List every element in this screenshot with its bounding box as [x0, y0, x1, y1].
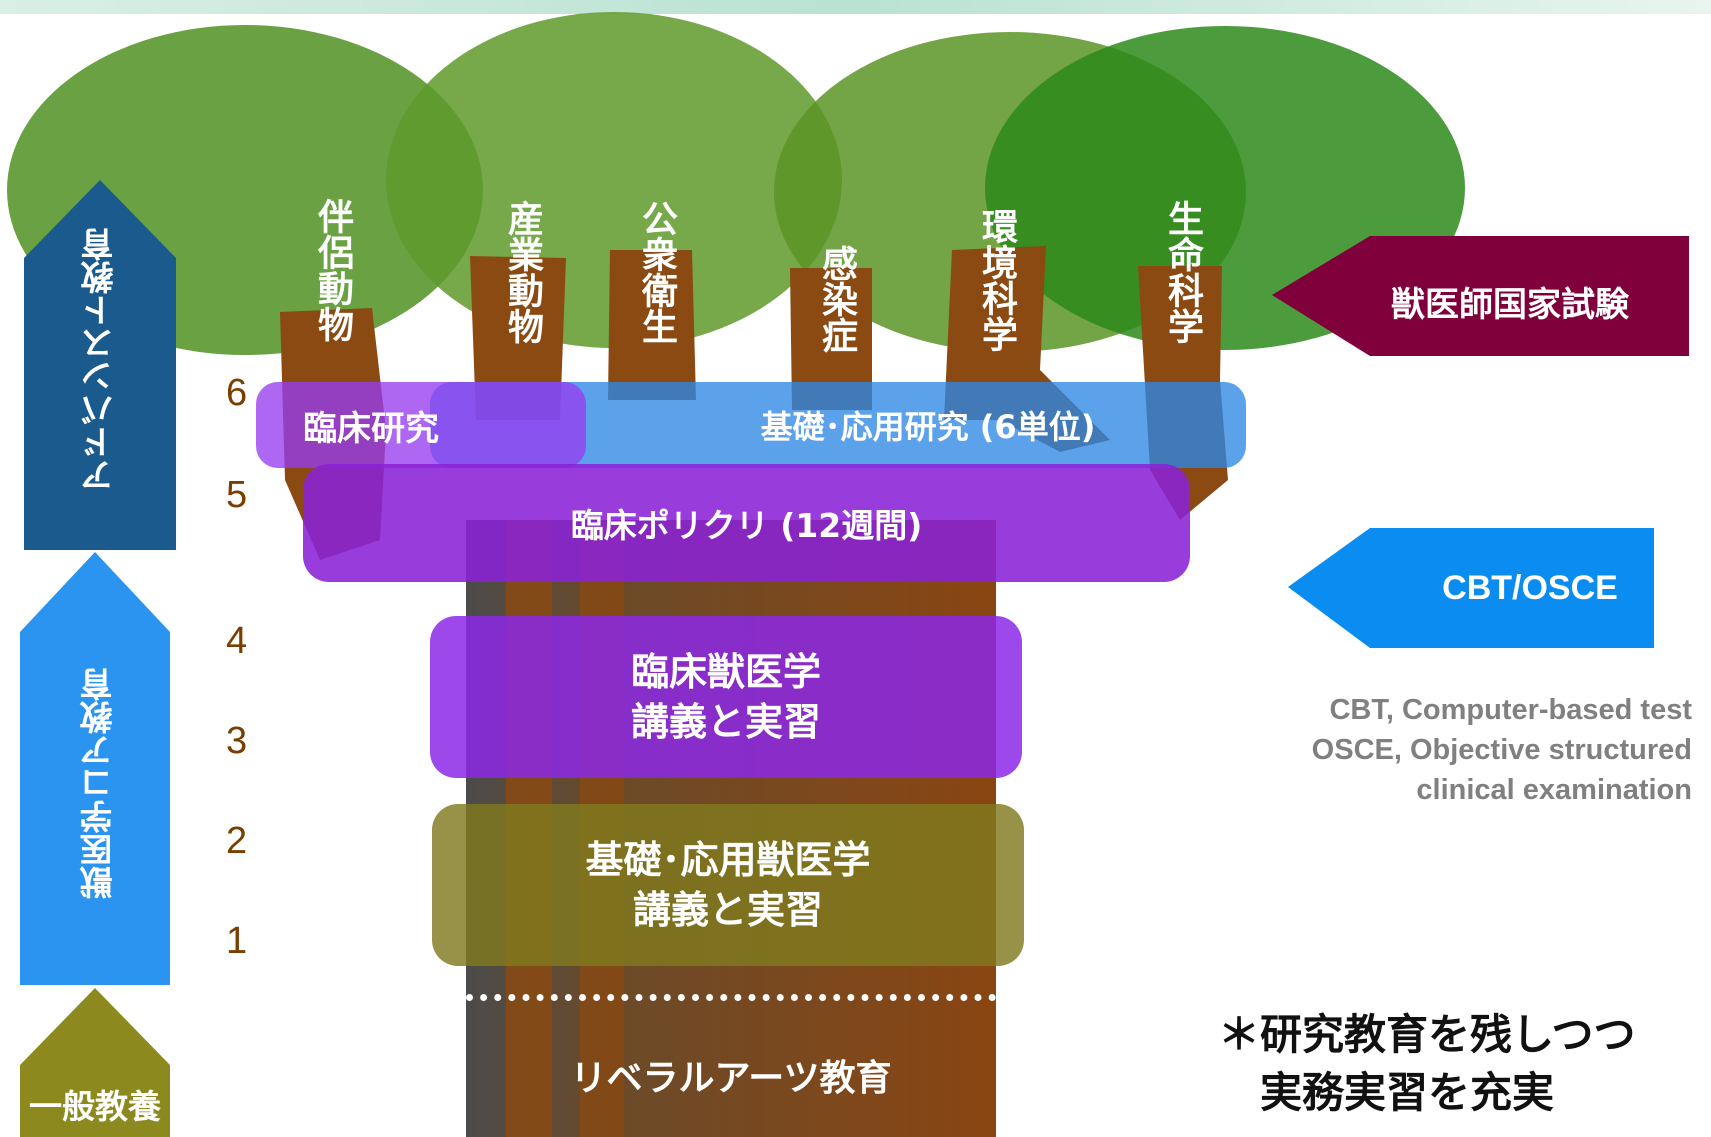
general-bar-arrow — [20, 988, 170, 1137]
core-education-label: 獣医学コア教育 — [79, 668, 118, 899]
branch-stem-2 — [470, 256, 566, 420]
cbt-osce-label: CBT/OSCE — [1442, 568, 1618, 607]
national-exam-label: 獣医師国家試験 — [1391, 284, 1629, 325]
branch-label-public-health: 公衆衛生 — [636, 200, 677, 344]
polyclinic-box: 臨床ポリクリ (12週間) — [303, 464, 1190, 582]
core-bar-arrow — [20, 552, 170, 985]
footnote: ＊研究教育を残しつつ 実務実習を充実 — [1218, 1010, 1636, 1117]
year-4: 4 — [226, 620, 248, 662]
branch-label-companion-animals: 伴侶動物 — [312, 198, 353, 342]
branch-label-infectious-disease: 感染症 — [816, 245, 857, 353]
exam-arrows — [1272, 236, 1689, 648]
general-education-label: 一般教養 — [29, 1087, 161, 1126]
cbt-exam-arrow — [1288, 528, 1654, 648]
abbreviation-note: CBT, Computer-based test OSCE, Objective… — [1311, 694, 1692, 806]
clinical-research-box: 臨床研究 — [256, 382, 586, 468]
year-2: 2 — [226, 820, 248, 862]
year-6: 6 — [226, 372, 248, 414]
branch-stem-4 — [790, 268, 872, 410]
year-5: 5 — [226, 474, 248, 516]
branch-label-industrial-animals: 産業動物 — [502, 200, 543, 344]
clinical-veterinary-box: 臨床獣医学 講義と実習 — [430, 616, 1022, 778]
year-3: 3 — [226, 720, 248, 762]
year-1: 1 — [226, 920, 248, 962]
branch-label-environmental-science: 環境科学 — [976, 208, 1017, 352]
branch-label-life-science: 生命科学 — [1162, 200, 1203, 344]
top-decor-strip — [0, 0, 1711, 14]
advanced-bar-arrow — [24, 180, 176, 550]
dotted-divider — [466, 994, 996, 1001]
liberal-arts-label: リベラルアーツ教育 — [570, 1058, 892, 1099]
basic-veterinary-box: 基礎･応用獣医学 講義と実習 — [432, 804, 1024, 966]
national-exam-arrow — [1272, 236, 1689, 356]
left-education-bars — [20, 180, 176, 1137]
branch-stem-3 — [608, 250, 696, 400]
advanced-education-label: アドバンスト教育 — [80, 228, 119, 492]
